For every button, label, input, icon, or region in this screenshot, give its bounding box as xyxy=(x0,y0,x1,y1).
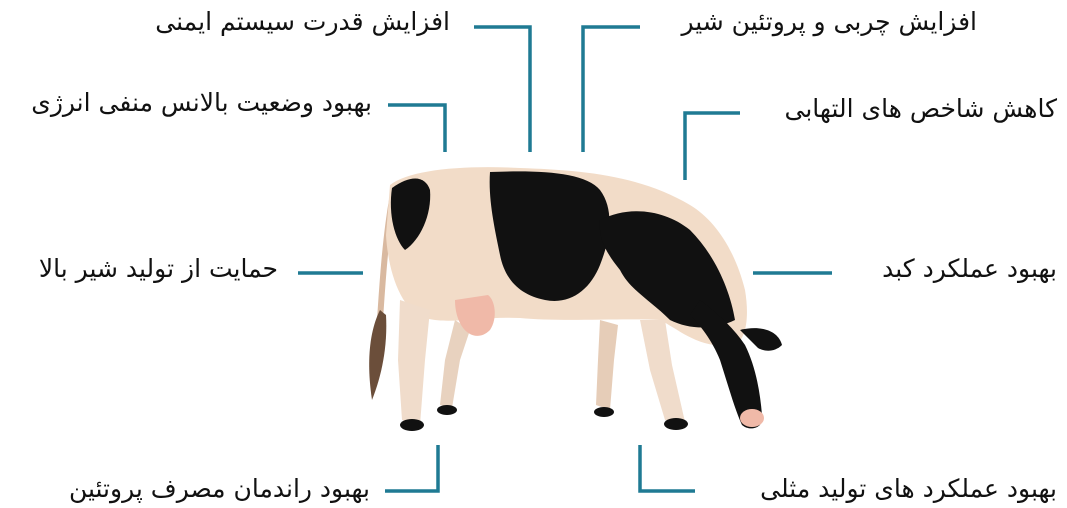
connector-reproductive-performance xyxy=(638,445,695,493)
connector-milk-fat-protein xyxy=(581,25,640,152)
connector-energy-balance xyxy=(388,103,447,152)
label-inflammation-index: کاهش شاخص های التهابی xyxy=(784,94,1057,123)
label-energy-balance: بهبود وضعیت بالانس منفی انرژی xyxy=(31,88,372,117)
label-immune-system: افزایش قدرت سیستم ایمنی xyxy=(155,7,450,36)
label-high-milk-production: حمایت از تولید شیر بالا xyxy=(38,254,278,283)
connector-immune-system xyxy=(474,25,532,152)
label-milk-fat-protein: افزایش چربی و پروتئین شیر xyxy=(681,7,977,36)
label-reproductive-performance: بهبود عملکرد های تولید مثلی xyxy=(760,474,1057,503)
label-protein-efficiency: بهبود راندمان مصرف پروتئین xyxy=(68,474,370,503)
connector-inflammation-index xyxy=(683,111,740,180)
label-liver-function: بهبود عملکرد کبد xyxy=(882,254,1057,283)
connector-protein-efficiency xyxy=(385,445,440,493)
